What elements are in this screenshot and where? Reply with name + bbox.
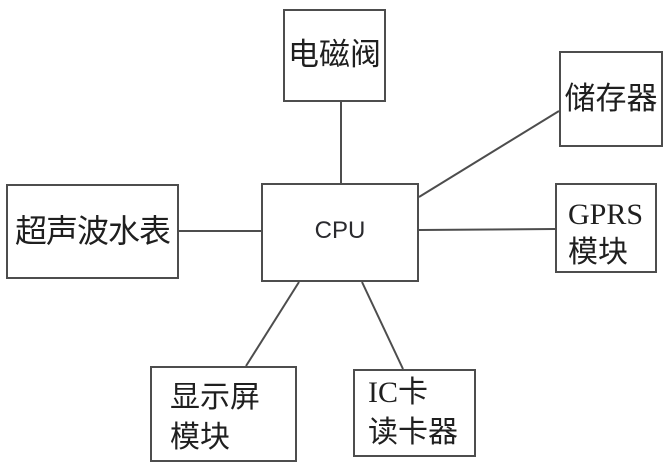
edge-cpu-storage xyxy=(418,110,560,198)
node-ultrasonic-water-meter: 超声波水表 xyxy=(6,184,179,279)
node-ic-card-reader-label-line2: 读卡器 xyxy=(368,416,458,449)
node-gprs-module-label-line2: 模块 xyxy=(568,236,628,269)
node-ic-card-reader-label-line1: IC卡 xyxy=(368,376,428,409)
node-display-module: 显示屏 模块 xyxy=(150,366,297,462)
edge-cpu-ic-card-reader xyxy=(361,281,404,370)
node-solenoid-valve-label: 电磁阀 xyxy=(288,37,381,73)
node-gprs-module: GPRS 模块 xyxy=(555,183,657,273)
node-gprs-module-label-line1: GPRS xyxy=(568,198,644,231)
node-solenoid-valve: 电磁阀 xyxy=(283,9,386,102)
node-display-module-label-line1: 显示屏 xyxy=(170,381,260,414)
node-display-module-label-line2: 模块 xyxy=(170,421,230,454)
edge-cpu-gprs-module xyxy=(418,228,556,231)
node-ultrasonic-water-meter-label: 超声波水表 xyxy=(14,212,171,249)
edge-cpu-display-module xyxy=(245,281,300,367)
node-storage: 储存器 xyxy=(559,51,663,147)
node-ic-card-reader: IC卡 读卡器 xyxy=(353,369,476,457)
node-storage-label: 储存器 xyxy=(564,80,658,116)
node-cpu-label: CPU xyxy=(314,216,366,244)
node-cpu: CPU xyxy=(261,183,419,282)
